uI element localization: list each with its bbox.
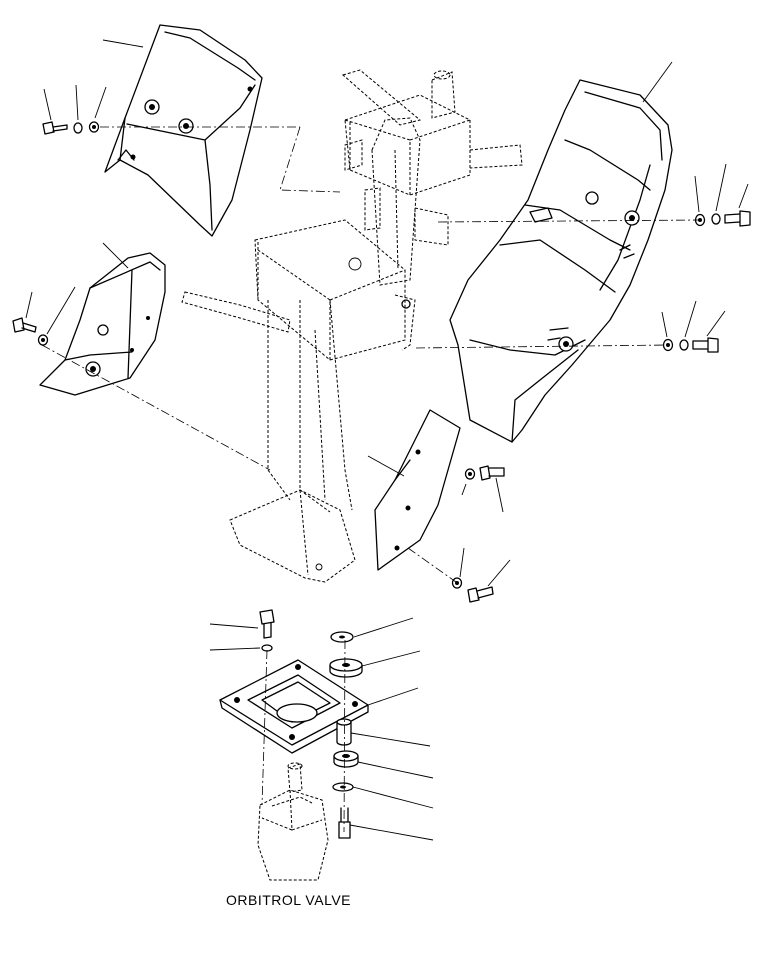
upper-right-bolt-set-2	[662, 337, 719, 353]
orbitrol-valve-caption: ORBITROL VALVE	[226, 892, 351, 908]
upper-right-cover	[449, 79, 673, 443]
left-middle-bolt-set	[12, 317, 49, 346]
washer-top	[330, 631, 354, 643]
orbitrol-lower-bolt	[338, 807, 351, 839]
steering-column-frame	[181, 69, 523, 583]
lower-right-bolt-set-1	[464, 465, 505, 481]
left-middle-cover	[39, 252, 166, 396]
upper-left-bolt-set	[42, 121, 100, 135]
upper-left-cover	[104, 24, 263, 237]
alignment-lines	[41, 126, 701, 833]
washer-lower	[332, 782, 354, 792]
lower-right-panel	[374, 409, 461, 571]
rubber-mount-lower	[333, 750, 359, 768]
leader-lines	[25, 39, 749, 841]
orbitrol-valve-body	[257, 762, 329, 881]
upper-right-bolt-set-1	[694, 210, 751, 227]
spacer-sleeve	[336, 718, 352, 746]
rubber-mount	[329, 658, 363, 678]
orbitrol-bolt	[259, 609, 275, 652]
lower-right-bolt-set-2	[451, 577, 494, 603]
